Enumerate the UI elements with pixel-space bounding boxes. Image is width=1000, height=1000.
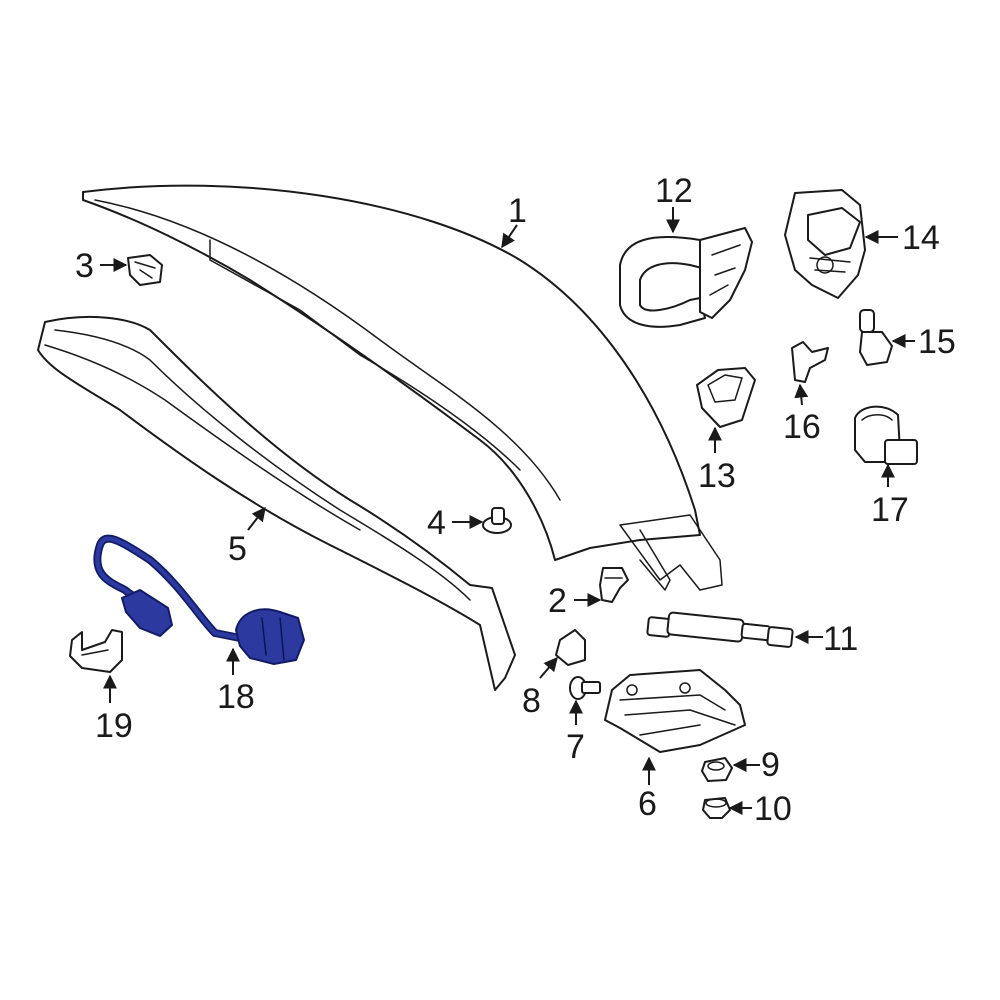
callout-2: 2 xyxy=(548,582,567,620)
callout-7: 7 xyxy=(566,728,585,766)
callout-15: 15 xyxy=(918,323,956,361)
wiring-harness-18-part[interactable] xyxy=(93,534,305,665)
leader-5 xyxy=(247,506,266,531)
camera-17-part[interactable] xyxy=(854,405,918,465)
housing-13-part[interactable] xyxy=(696,367,756,428)
trunk-lid-part[interactable] xyxy=(82,184,723,591)
switch-15-part[interactable] xyxy=(859,309,893,366)
callout-18: 18 xyxy=(217,678,255,716)
clip-3-part[interactable] xyxy=(127,254,163,286)
weatherstrip-part[interactable] xyxy=(37,315,516,691)
callout-6: 6 xyxy=(638,785,657,823)
callout-13: 13 xyxy=(698,457,736,495)
bumper-4-part[interactable] xyxy=(482,507,512,534)
handle-14-part[interactable] xyxy=(784,189,866,299)
bracket-16-part[interactable] xyxy=(791,341,829,383)
callout-10: 10 xyxy=(754,790,792,828)
grommet-10-part[interactable] xyxy=(702,797,731,819)
callout-4: 4 xyxy=(427,504,446,542)
leader-16 xyxy=(794,383,809,406)
callout-16: 16 xyxy=(783,408,821,446)
clip-8-part[interactable] xyxy=(555,629,586,666)
callout-8: 8 xyxy=(522,682,541,720)
callout-5: 5 xyxy=(228,530,247,568)
callout-labels: 1 2 3 4 5 6 7 8 9 10 11 12 13 14 15 16 1… xyxy=(75,172,956,828)
hinge-part[interactable] xyxy=(604,669,746,753)
callout-19: 19 xyxy=(95,707,133,745)
callout-9: 9 xyxy=(761,746,780,784)
leader-1 xyxy=(501,224,518,249)
callout-1: 1 xyxy=(508,192,527,230)
callout-3: 3 xyxy=(75,247,94,285)
callout-12: 12 xyxy=(655,172,693,210)
latch-12-part[interactable] xyxy=(619,227,753,328)
nut-9-part[interactable] xyxy=(701,757,733,782)
callout-11: 11 xyxy=(823,620,858,658)
callout-14: 14 xyxy=(902,219,940,257)
leader-8 xyxy=(539,656,558,679)
callout-17: 17 xyxy=(871,491,909,529)
connector-19-part[interactable] xyxy=(69,629,123,673)
bolt-7-part[interactable] xyxy=(569,676,601,700)
lift-support-part[interactable] xyxy=(646,611,794,648)
leader-lines xyxy=(100,207,915,815)
striker-2-part[interactable] xyxy=(599,567,629,603)
